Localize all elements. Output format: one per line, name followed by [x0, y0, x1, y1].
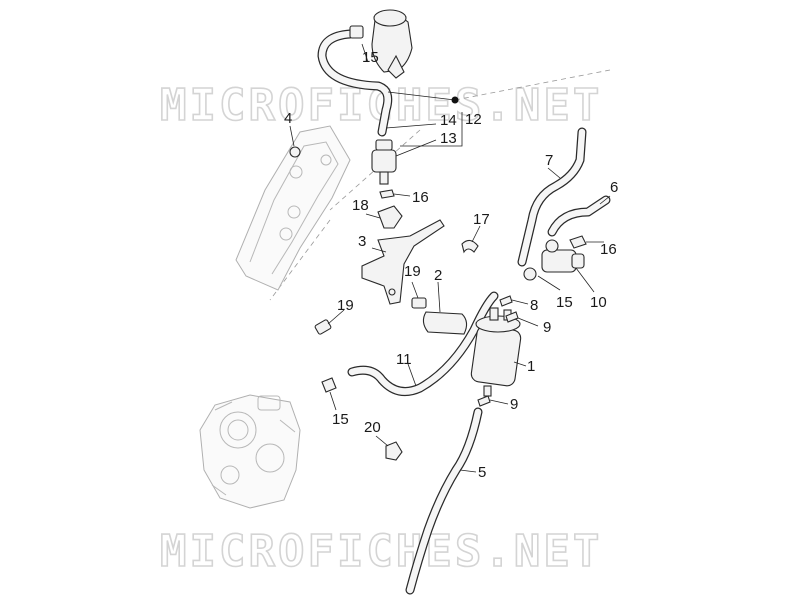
callout-13: 13: [440, 130, 457, 147]
leader-dot: [451, 96, 459, 104]
callout-5: 5: [478, 464, 486, 481]
hose-11-inner: [348, 292, 498, 395]
drain-hose-5-inner: [406, 408, 482, 594]
callout-8: 8: [530, 297, 538, 314]
leader: [537, 275, 561, 291]
callout-16-upper: 16: [412, 189, 429, 206]
carbon-canister: [470, 307, 522, 397]
clip-16-right: [569, 235, 587, 249]
nut-4: [289, 146, 301, 158]
callout-10: 10: [590, 294, 607, 311]
leader: [375, 435, 389, 447]
leader: [471, 225, 481, 243]
leader: [407, 363, 417, 387]
connector-19: [411, 297, 427, 309]
leader: [547, 167, 561, 179]
callout-1: 1: [527, 358, 535, 375]
hose-7-inner: [518, 128, 586, 266]
callout-11: 11: [396, 351, 412, 368]
callout-9-upper: 9: [543, 319, 551, 336]
frame-bracket: [235, 125, 351, 291]
leader: [511, 299, 529, 305]
leader: [327, 309, 345, 325]
leader: [395, 139, 437, 157]
callout-19-left: 19: [337, 297, 354, 314]
callout-15-lower: 15: [332, 411, 349, 428]
hose-6-inner: [548, 196, 610, 236]
callout-3: 3: [358, 233, 366, 250]
callout-20: 20: [364, 419, 381, 436]
callout-15-right: 15: [556, 294, 573, 311]
clamp-15-right: [523, 267, 537, 281]
fitting-9-lower: [477, 395, 491, 407]
throttle-body: [199, 394, 301, 509]
hose-clamp-15: [349, 25, 364, 39]
leader: [437, 281, 441, 313]
leader: [361, 43, 369, 63]
watermark-bottom: MICROFICHES.NET: [160, 526, 602, 577]
callout-4: 4: [284, 110, 292, 127]
leader: [599, 195, 611, 205]
leader: [513, 361, 527, 367]
callout-6: 6: [610, 179, 618, 196]
fitting-8: [499, 295, 513, 307]
leader: [393, 193, 411, 197]
callout-17: 17: [473, 211, 490, 228]
filler-neck: [371, 9, 413, 79]
leader: [329, 391, 337, 411]
callout-2: 2: [434, 267, 442, 284]
leader: [459, 469, 477, 473]
leader: [575, 267, 595, 293]
leader: [385, 123, 437, 129]
leader: [411, 281, 419, 299]
assembly-line: [329, 129, 421, 211]
callout-9-lower: 9: [510, 396, 518, 413]
fitting-20: [385, 441, 403, 461]
callout-12: 12: [465, 111, 482, 128]
purge-valve: [541, 239, 585, 273]
callout-7: 7: [545, 152, 553, 169]
leader: [387, 91, 456, 101]
clamp-18: [377, 205, 403, 229]
leader: [365, 213, 381, 219]
callout-18: 18: [352, 197, 369, 214]
leader: [489, 399, 509, 405]
breather-hose-inner: [318, 30, 391, 136]
leader: [289, 125, 295, 147]
callout-15-top: 15: [362, 49, 379, 66]
leader: [371, 247, 387, 253]
clip-17: [461, 239, 479, 254]
clip-16: [379, 189, 395, 199]
strap-2: [422, 311, 468, 335]
leader: [517, 317, 539, 327]
rollover-valve: [371, 139, 397, 185]
callout-16-right: 16: [600, 241, 617, 258]
callout-14: 14: [440, 112, 457, 129]
callout-19-right: 19: [404, 263, 421, 280]
clamp-15-lower: [321, 377, 337, 393]
connector-19-left: [314, 319, 332, 335]
bracket-3: [361, 219, 445, 305]
